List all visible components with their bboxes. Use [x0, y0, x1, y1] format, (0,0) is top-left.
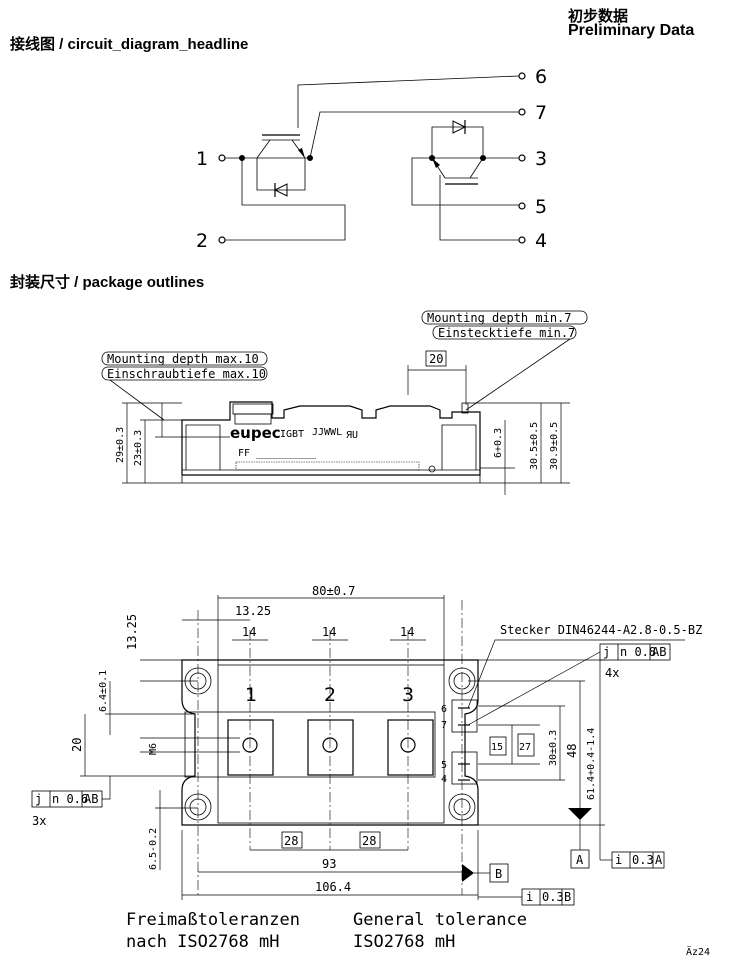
tolerance-en-1: General tolerance: [353, 910, 527, 930]
stecker-label: Stecker DIN46244-A2.8-0.5-BZ: [500, 623, 702, 637]
fcf-symbol: i: [615, 853, 622, 867]
fcf-symbol: j: [35, 792, 42, 806]
dim-29: 29±0.3: [115, 427, 126, 463]
dim-14: 14: [322, 625, 336, 639]
terminal-3-icon: [518, 154, 526, 162]
dim-30-5: 30.5±0.5: [529, 422, 540, 470]
preliminary-data: Preliminary Data: [568, 22, 695, 39]
terminal-4-icon: [518, 236, 526, 244]
mounting-depth-max: Mounting depth max.10: [107, 352, 259, 366]
aux-pin-label: 4: [441, 774, 447, 785]
terminal-label: 4: [535, 230, 547, 252]
pin-label: 3: [402, 684, 414, 706]
fcf-tolerance: 0.3: [542, 890, 564, 904]
dim-28: 28: [284, 834, 298, 848]
terminal-label: 6: [535, 66, 547, 88]
einstecktiefe: Einstecktiefe min.7: [438, 326, 575, 340]
fcf-reference: B: [564, 890, 571, 904]
igbt-label: IGBT: [280, 429, 304, 440]
tolerance-en-2: ISO2768 mH: [353, 932, 455, 952]
package-top-view: 1 2 3 7 6 5 4 80±0.7 13.25 14 14 14 1: [31, 584, 702, 906]
einschraubtiefe: Einschraubtiefe max.10: [107, 367, 266, 381]
fcf-tolerance: n 0.6: [52, 792, 88, 806]
terminal-label: 1: [196, 148, 208, 170]
pin-label: 1: [245, 684, 257, 706]
circuit-diagram: 1 2 6 7 3 5 4: [196, 66, 547, 252]
ur-mark: ЯU: [346, 430, 358, 441]
pin-label: 2: [324, 684, 336, 706]
dim-20: 20: [429, 352, 443, 366]
terminal-label: 2: [196, 230, 208, 252]
package-side-view: Mounting depth max.10 Einschraubtiefe ma…: [101, 310, 588, 495]
dim-14: 14: [400, 625, 414, 639]
terminal-1-icon: [218, 154, 226, 162]
dim-48: 48: [565, 744, 579, 758]
fcf-tolerance: 0.3: [632, 853, 654, 867]
datum-a: A: [576, 853, 584, 867]
terminal-label: 3: [535, 148, 547, 170]
count-4x: 4x: [605, 666, 619, 680]
terminal-5-icon: [518, 202, 526, 210]
dim-28: 28: [362, 834, 376, 848]
fcf-symbol: i: [526, 890, 533, 904]
dim-27: 27: [519, 742, 531, 753]
terminal-6-icon: [518, 72, 526, 80]
datum-b: B: [495, 867, 502, 881]
fcf-symbol: j: [603, 645, 610, 659]
fcf-reference: AB: [652, 645, 666, 659]
ff-label: FF: [238, 448, 250, 459]
dim-20: 20: [70, 738, 84, 752]
circuit-diagram-title: 接线图 / circuit_diagram_headline: [10, 36, 249, 53]
dim-23: 23±0.3: [133, 430, 144, 466]
dim-15: 15: [491, 742, 503, 753]
dim-80: 80±0.7: [312, 584, 355, 598]
package-outlines-title: 封装尺寸 / package outlines: [10, 274, 205, 291]
dim-6-5: 6.5-0.2: [148, 828, 159, 870]
aux-pin-label: 5: [441, 760, 447, 771]
dim-13-25-v: 13.25: [125, 614, 139, 650]
aux-pin-label: 6: [441, 704, 447, 715]
eupec-logo: eupec: [230, 424, 281, 442]
dim-93: 93: [322, 857, 336, 871]
dim-106-4: 106.4: [315, 880, 351, 894]
fcf-reference: A: [655, 853, 663, 867]
terminal-label: 5: [535, 196, 547, 218]
mounting-depth-min: Mounting depth min.7: [427, 311, 572, 325]
tolerance-de-1: Freimaßtoleranzen: [126, 910, 300, 930]
revision-mark: Äz24: [686, 945, 710, 958]
dim-m6: M6: [148, 743, 159, 755]
dim-13-25: 13.25: [235, 604, 271, 618]
dim-30-9: 30.9±0.5: [549, 422, 560, 470]
dim-61-4: 61.4+0.4-1.4: [586, 728, 597, 800]
terminal-2-icon: [218, 236, 226, 244]
ff-dashes: __________: [256, 448, 317, 459]
preliminary-cn: 初步数据: [568, 8, 629, 25]
dim-6-4: 6.4±0.1: [98, 670, 109, 712]
count-3x: 3x: [32, 814, 46, 828]
fcf-reference: AB: [84, 792, 98, 806]
terminal-label: 7: [535, 102, 547, 124]
date-code: JJWWL: [312, 427, 342, 438]
dim-30: 30±0.3: [548, 730, 559, 766]
dim-14: 14: [242, 625, 256, 639]
terminal-7-icon: [518, 108, 526, 116]
fcf-tolerance: n 0.8: [620, 645, 656, 659]
aux-pin-label: 7: [441, 720, 447, 731]
tolerance-de-2: nach ISO2768 mH: [126, 932, 280, 952]
dim-6: 6+0.3: [493, 428, 504, 458]
